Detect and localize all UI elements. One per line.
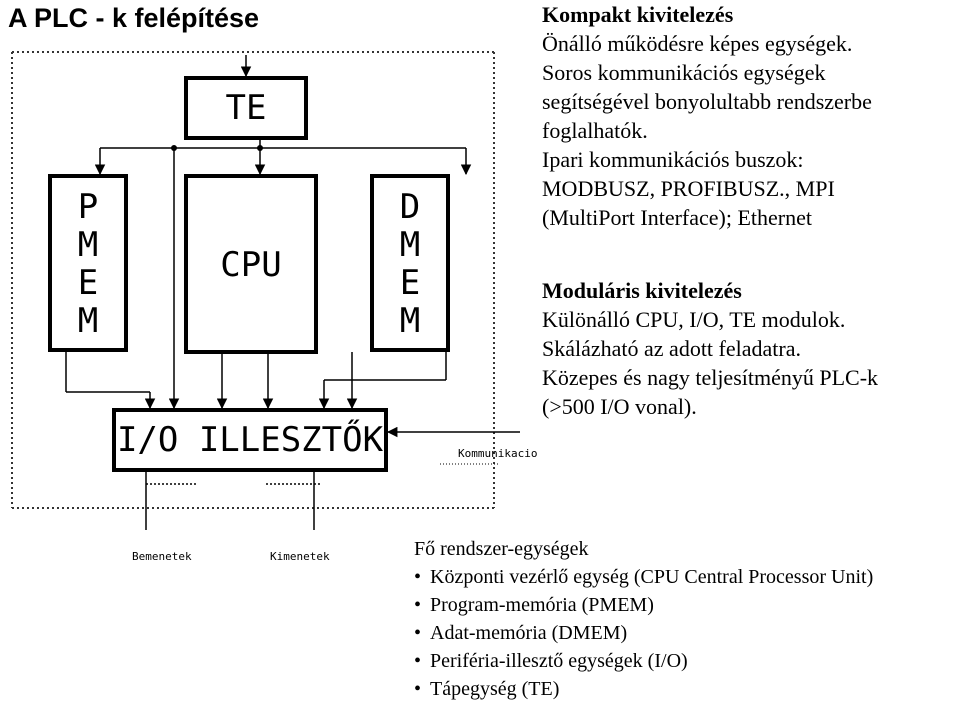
kompakt-line: Soros kommunikációs egységek xyxy=(542,60,826,85)
pmem-letter: M xyxy=(78,225,98,265)
kompakt-heading: Kompakt kivitelezés xyxy=(542,2,734,27)
kommunikacio-label: Kommunikacio xyxy=(458,447,537,460)
list-item: •Központi vezérlő egység (CPU Central Pr… xyxy=(414,563,873,591)
modularis-line: Közepes és nagy teljesítményű PLC-k xyxy=(542,365,879,390)
dmem-letter: M xyxy=(400,301,420,341)
cpu-block xyxy=(184,174,318,354)
list-item: •Program-memória (PMEM) xyxy=(414,591,873,619)
page-title: A PLC - k felépítése xyxy=(8,3,260,33)
bus-lines xyxy=(65,55,520,530)
modularis-line: (>500 I/O vonal). xyxy=(542,394,697,419)
pmem-letter: P xyxy=(78,187,98,227)
dmem-letter: M xyxy=(400,225,420,265)
modularis-line: Skálázható az adott feladatra. xyxy=(542,336,801,361)
pmem-block xyxy=(48,174,128,352)
kompakt-line: (MultiPort Interface); Ethernet xyxy=(542,205,813,230)
pmem-letter: M xyxy=(78,301,98,341)
rendszer-section: Fő rendszer-egységek •Központi vezérlő e… xyxy=(414,535,873,703)
list-item: •Adat-memória (DMEM) xyxy=(414,619,873,647)
te-block xyxy=(184,76,308,140)
bullet-icon: • xyxy=(414,566,422,588)
dmem-letter: E xyxy=(400,263,420,303)
pmem-letter: E xyxy=(78,263,98,303)
bullet-icon: • xyxy=(414,678,422,700)
cpu-label: CPU xyxy=(220,245,281,285)
kompakt-line: MODBUSZ, PROFIBUSZ., MPI xyxy=(542,176,835,201)
dmem-block xyxy=(370,174,450,352)
bullet-icon: • xyxy=(414,650,422,672)
rendszer-list: •Központi vezérlő egység (CPU Central Pr… xyxy=(414,563,873,703)
modularis-line: Különálló CPU, I/O, TE modulok. xyxy=(542,307,846,332)
kompakt-line: Önálló működésre képes egységek. xyxy=(542,31,853,56)
kompakt-line: Ipari kommunikációs buszok: xyxy=(542,147,804,172)
kimenetek-label: Kimenetek xyxy=(270,550,330,563)
rendszer-heading: Fő rendszer-egységek xyxy=(414,538,589,560)
dmem-letter: D xyxy=(400,187,420,227)
list-item: •Tápegység (TE) xyxy=(414,675,873,703)
bullet-icon: • xyxy=(414,594,422,616)
modularis-heading: Moduláris kivitelezés xyxy=(542,278,742,303)
list-item: •Periféria-illesztő egységek (I/O) xyxy=(414,647,873,675)
te-label: TE xyxy=(226,88,267,128)
kompakt-section: Kompakt kivitelezés Önálló működésre kép… xyxy=(542,0,872,232)
kompakt-line: segítségével bonyolultabb rendszerbe xyxy=(542,89,872,114)
bullet-icon: • xyxy=(414,622,422,644)
io-label: I/O ILLESZTŐK xyxy=(117,419,384,460)
kompakt-line: foglalhatók. xyxy=(542,118,648,143)
junction-dots xyxy=(171,145,263,151)
modularis-section: Moduláris kivitelezés Különálló CPU, I/O… xyxy=(542,276,878,421)
io-block xyxy=(112,408,388,472)
bemenetek-label: Bemenetek xyxy=(132,550,192,563)
